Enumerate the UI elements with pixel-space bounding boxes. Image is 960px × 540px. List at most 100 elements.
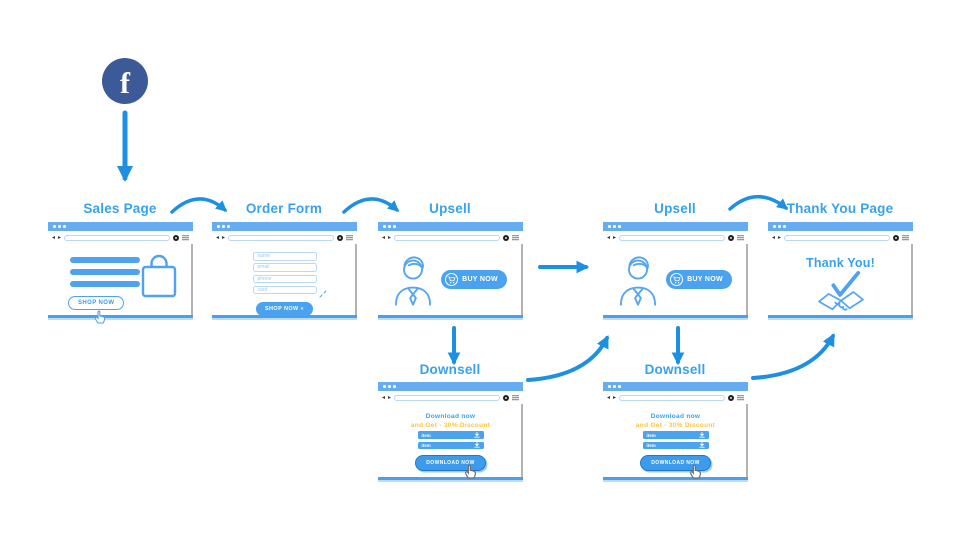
download-icon [473, 442, 480, 448]
window-dot-icon [388, 225, 391, 228]
name-field[interactable]: name [252, 252, 317, 261]
scrollbar[interactable] [746, 244, 748, 315]
cart-circle [445, 273, 459, 286]
menu-icon[interactable] [737, 394, 744, 401]
shop-now-button[interactable]: SHOP NOW [68, 296, 125, 310]
upsell-content: BUY NOW [378, 244, 523, 315]
phone-field[interactable]: phone [252, 274, 317, 284]
menu-icon[interactable] [512, 394, 519, 401]
buy-now-button[interactable]: BUY NOW [441, 270, 507, 289]
email-field[interactable]: email [252, 263, 317, 272]
download-item[interactable]: item [417, 441, 484, 450]
window-dot-icon [63, 225, 66, 228]
hand-cursor-icon [689, 464, 701, 479]
profile-icon[interactable] [728, 394, 734, 401]
window-titlebar [768, 222, 913, 231]
browser-navbar: ◂ ▸ [212, 231, 357, 244]
window-dot-icon [58, 225, 61, 228]
address-bar[interactable] [394, 394, 500, 401]
download-now-label: DOWNLOAD NOW [426, 460, 475, 467]
back-arrow-icon[interactable]: ◂ [216, 234, 220, 241]
download-now-label: DOWNLOAD NOW [651, 460, 700, 467]
downsell-headline: Download now [650, 413, 701, 420]
upsell-content: BUY NOW [603, 244, 748, 315]
cart-circle [670, 273, 684, 286]
download-icon [698, 442, 705, 448]
text-line [70, 281, 140, 287]
browser-navbar: ◂ ▸ [603, 231, 748, 244]
window-footer [212, 315, 357, 318]
forward-arrow-icon[interactable]: ▸ [222, 234, 226, 241]
back-arrow-icon[interactable]: ◂ [607, 394, 611, 401]
scrollbar[interactable] [746, 404, 748, 477]
window-thank-you-page: ◂ ▸ Thank You! [768, 222, 913, 318]
text-line [70, 269, 140, 275]
window-dot-icon [53, 225, 56, 228]
download-icon [473, 432, 480, 438]
browser-navbar: ◂ ▸ [48, 231, 193, 244]
browser-navbar: ◂ ▸ [768, 231, 913, 244]
forward-arrow-icon[interactable]: ▸ [613, 394, 617, 401]
window-footer [378, 315, 523, 318]
forward-arrow-icon[interactable]: ▸ [778, 234, 782, 241]
window-dot-icon [613, 385, 616, 388]
label-upsell-1: Upsell [429, 201, 471, 216]
download-item[interactable]: item [417, 431, 484, 439]
back-arrow-icon[interactable]: ◂ [607, 234, 611, 241]
scrollbar[interactable] [911, 244, 913, 315]
menu-icon[interactable] [182, 234, 189, 241]
profile-icon[interactable] [893, 234, 899, 241]
download-now-button[interactable]: DOWNLOAD NOW [415, 455, 486, 479]
arrow-downsell2-to-thankyou [751, 333, 835, 380]
profile-icon[interactable] [503, 234, 509, 241]
window-dot-icon [222, 225, 225, 228]
window-dot-icon [608, 385, 611, 388]
card-field[interactable]: card [252, 285, 317, 295]
window-downsell-1: ◂ ▸ Download now and Get - 30% Discount … [378, 382, 523, 480]
shopping-bag-icon [141, 254, 177, 298]
forward-arrow-icon[interactable]: ▸ [58, 234, 62, 241]
window-footer [378, 477, 523, 480]
profile-icon[interactable] [173, 234, 179, 241]
address-bar[interactable] [228, 234, 334, 241]
profile-icon[interactable] [337, 234, 343, 241]
scrollbar[interactable] [521, 404, 523, 477]
back-arrow-icon[interactable]: ◂ [382, 234, 386, 241]
window-dot-icon [608, 225, 611, 228]
forward-arrow-icon[interactable]: ▸ [388, 394, 392, 401]
buy-now-button[interactable]: BUY NOW [666, 270, 732, 289]
download-item[interactable]: item [642, 431, 709, 439]
scrollbar[interactable] [521, 244, 523, 315]
hand-cursor-icon [94, 310, 106, 324]
window-footer [603, 315, 748, 318]
downsell-headline: Download now [425, 413, 476, 420]
menu-icon[interactable] [737, 234, 744, 241]
menu-icon[interactable] [346, 234, 353, 241]
scrollbar[interactable] [355, 244, 357, 315]
window-upsell-2: ◂ ▸ [603, 222, 748, 318]
address-bar[interactable] [619, 394, 725, 401]
forward-arrow-icon[interactable]: ▸ [388, 234, 392, 241]
back-arrow-icon[interactable]: ◂ [52, 234, 56, 241]
profile-icon[interactable] [728, 234, 734, 241]
window-dot-icon [388, 385, 391, 388]
address-bar[interactable] [394, 234, 500, 241]
profile-icon[interactable] [503, 394, 509, 401]
back-arrow-icon[interactable]: ◂ [382, 394, 386, 401]
shop-now-button[interactable]: SHOP NOW » [255, 302, 314, 317]
address-bar[interactable] [64, 234, 170, 241]
browser-navbar: ◂ ▸ [603, 391, 748, 404]
menu-icon[interactable] [512, 234, 519, 241]
facebook-icon[interactable]: f [102, 58, 148, 104]
handshake-check-icon [817, 270, 864, 311]
download-now-button[interactable]: DOWNLOAD NOW [640, 455, 711, 479]
scrollbar[interactable] [191, 244, 193, 315]
forward-arrow-icon[interactable]: ▸ [613, 234, 617, 241]
back-arrow-icon[interactable]: ◂ [772, 234, 776, 241]
download-item[interactable]: item [642, 441, 709, 450]
menu-icon[interactable] [902, 234, 909, 241]
window-order-form: ◂ ▸ name email phone card SHOP NOW » [212, 222, 357, 318]
address-bar[interactable] [784, 234, 890, 241]
address-bar[interactable] [619, 234, 725, 241]
